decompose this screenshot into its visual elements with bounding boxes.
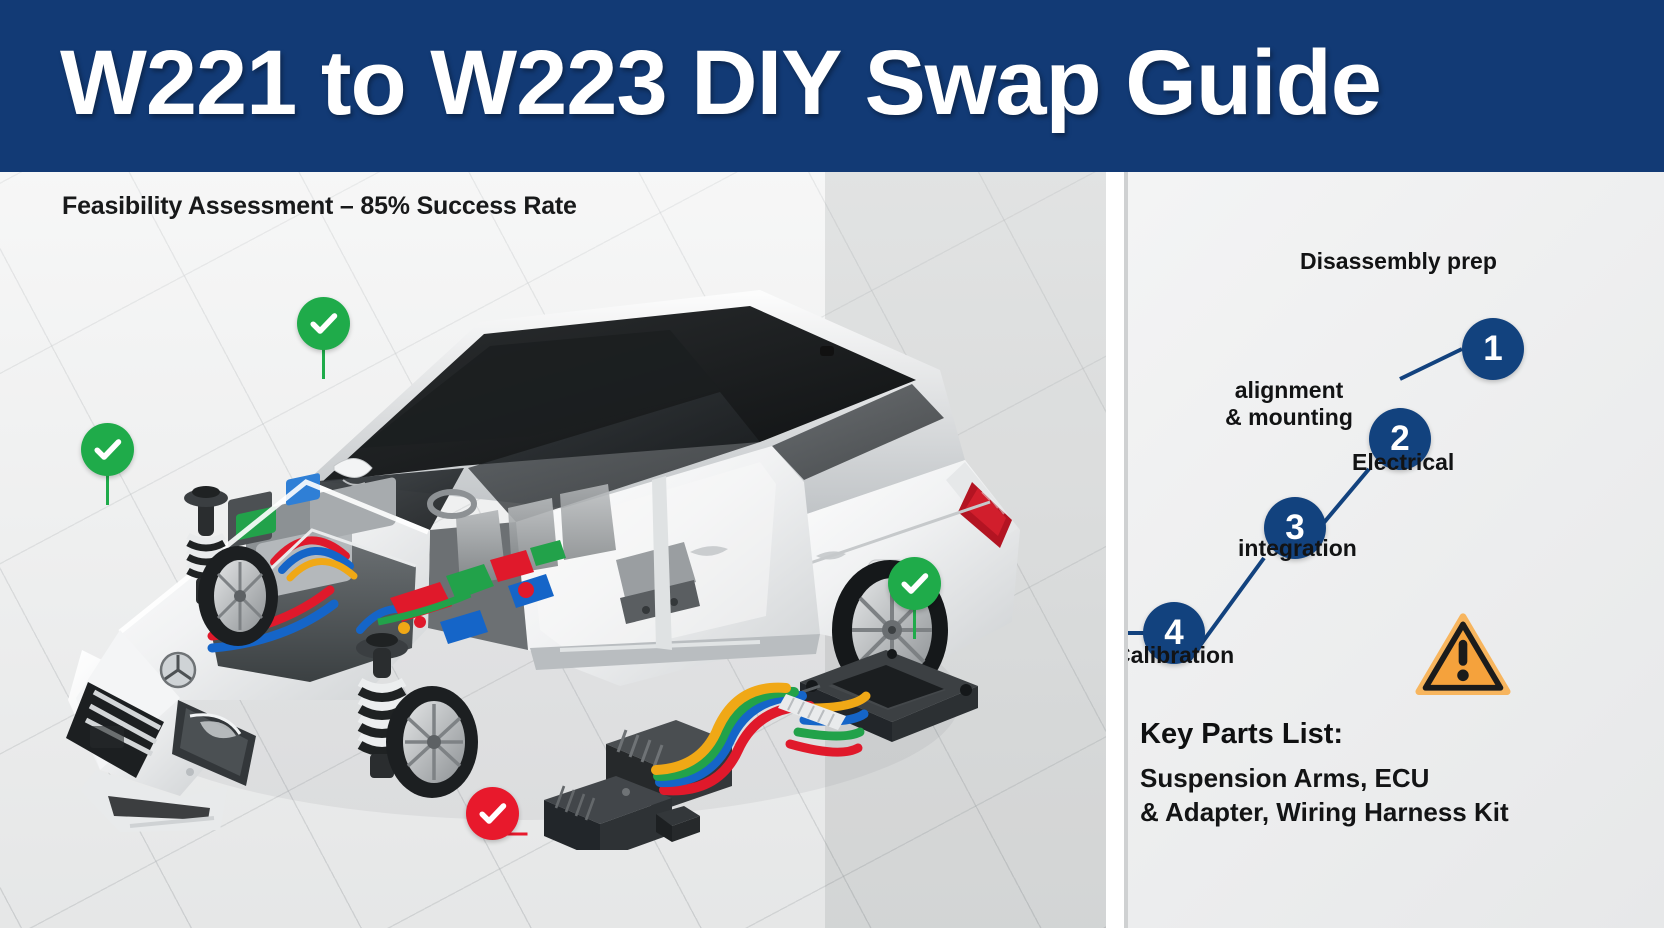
pin-stem (322, 345, 325, 379)
panel-divider-line (1124, 172, 1128, 928)
header-band: W221 to W223 DIY Swap Guide (0, 0, 1664, 172)
flow-step-2-node[interactable]: 2 (1369, 408, 1431, 470)
check-circle-icon (81, 423, 134, 476)
status-pin-ok-2[interactable] (81, 423, 134, 505)
flow-step-2-number: 2 (1390, 419, 1410, 458)
flow-step-1-number: 1 (1483, 329, 1503, 368)
flow-step-3-label: integration (1238, 535, 1357, 561)
feasibility-label: Feasibility Assessment – 85% Success Rat… (62, 192, 577, 220)
status-pin-ok-1[interactable] (297, 297, 350, 379)
flow-secondary-label-line2: & mounting (1225, 404, 1353, 430)
status-pin-ok-3[interactable] (888, 557, 941, 639)
flow-step-4-number: 4 (1164, 613, 1184, 652)
car-cutaway-illustration (60, 230, 1020, 850)
panel-divider (1106, 172, 1128, 928)
process-panel: 1 Disassembly prep 2 Electrical alignmen… (1128, 172, 1664, 928)
flow-secondary-label: alignment & mounting (1184, 377, 1394, 431)
check-circle-icon (466, 787, 519, 840)
key-parts-line-2: & Adapter, Wiring Harness Kit (1140, 797, 1509, 827)
key-parts-list-title: Key Parts List: (1140, 718, 1344, 750)
warning-triangle-icon (1415, 611, 1511, 697)
pin-stem (106, 471, 109, 505)
page-title: W221 to W223 DIY Swap Guide (60, 32, 1382, 134)
key-parts-line-1: Suspension Arms, ECU (1140, 763, 1430, 793)
key-parts-list-body: Suspension Arms, ECU & Adapter, Wiring H… (1140, 761, 1509, 829)
flow-step-3-node[interactable]: 3 (1264, 497, 1326, 559)
flow-step-1-node[interactable]: 1 (1462, 318, 1524, 380)
check-circle-icon (888, 557, 941, 610)
status-pin-alert[interactable] (466, 787, 527, 840)
flow-step-1-label: Disassembly prep (1300, 248, 1497, 274)
flow-secondary-label-line1: alignment (1234, 377, 1344, 403)
flow-step-4-label: Calibration (1128, 642, 1235, 668)
check-circle-icon (297, 297, 350, 350)
pin-stem (913, 605, 916, 639)
key-parts-list: Key Parts List: Suspension Arms, ECU & A… (1140, 718, 1509, 829)
flow-step-3-number: 3 (1285, 508, 1305, 547)
flow-step-4-node[interactable]: 4 (1143, 602, 1205, 664)
flow-step-2-label: Electrical (1352, 449, 1455, 475)
